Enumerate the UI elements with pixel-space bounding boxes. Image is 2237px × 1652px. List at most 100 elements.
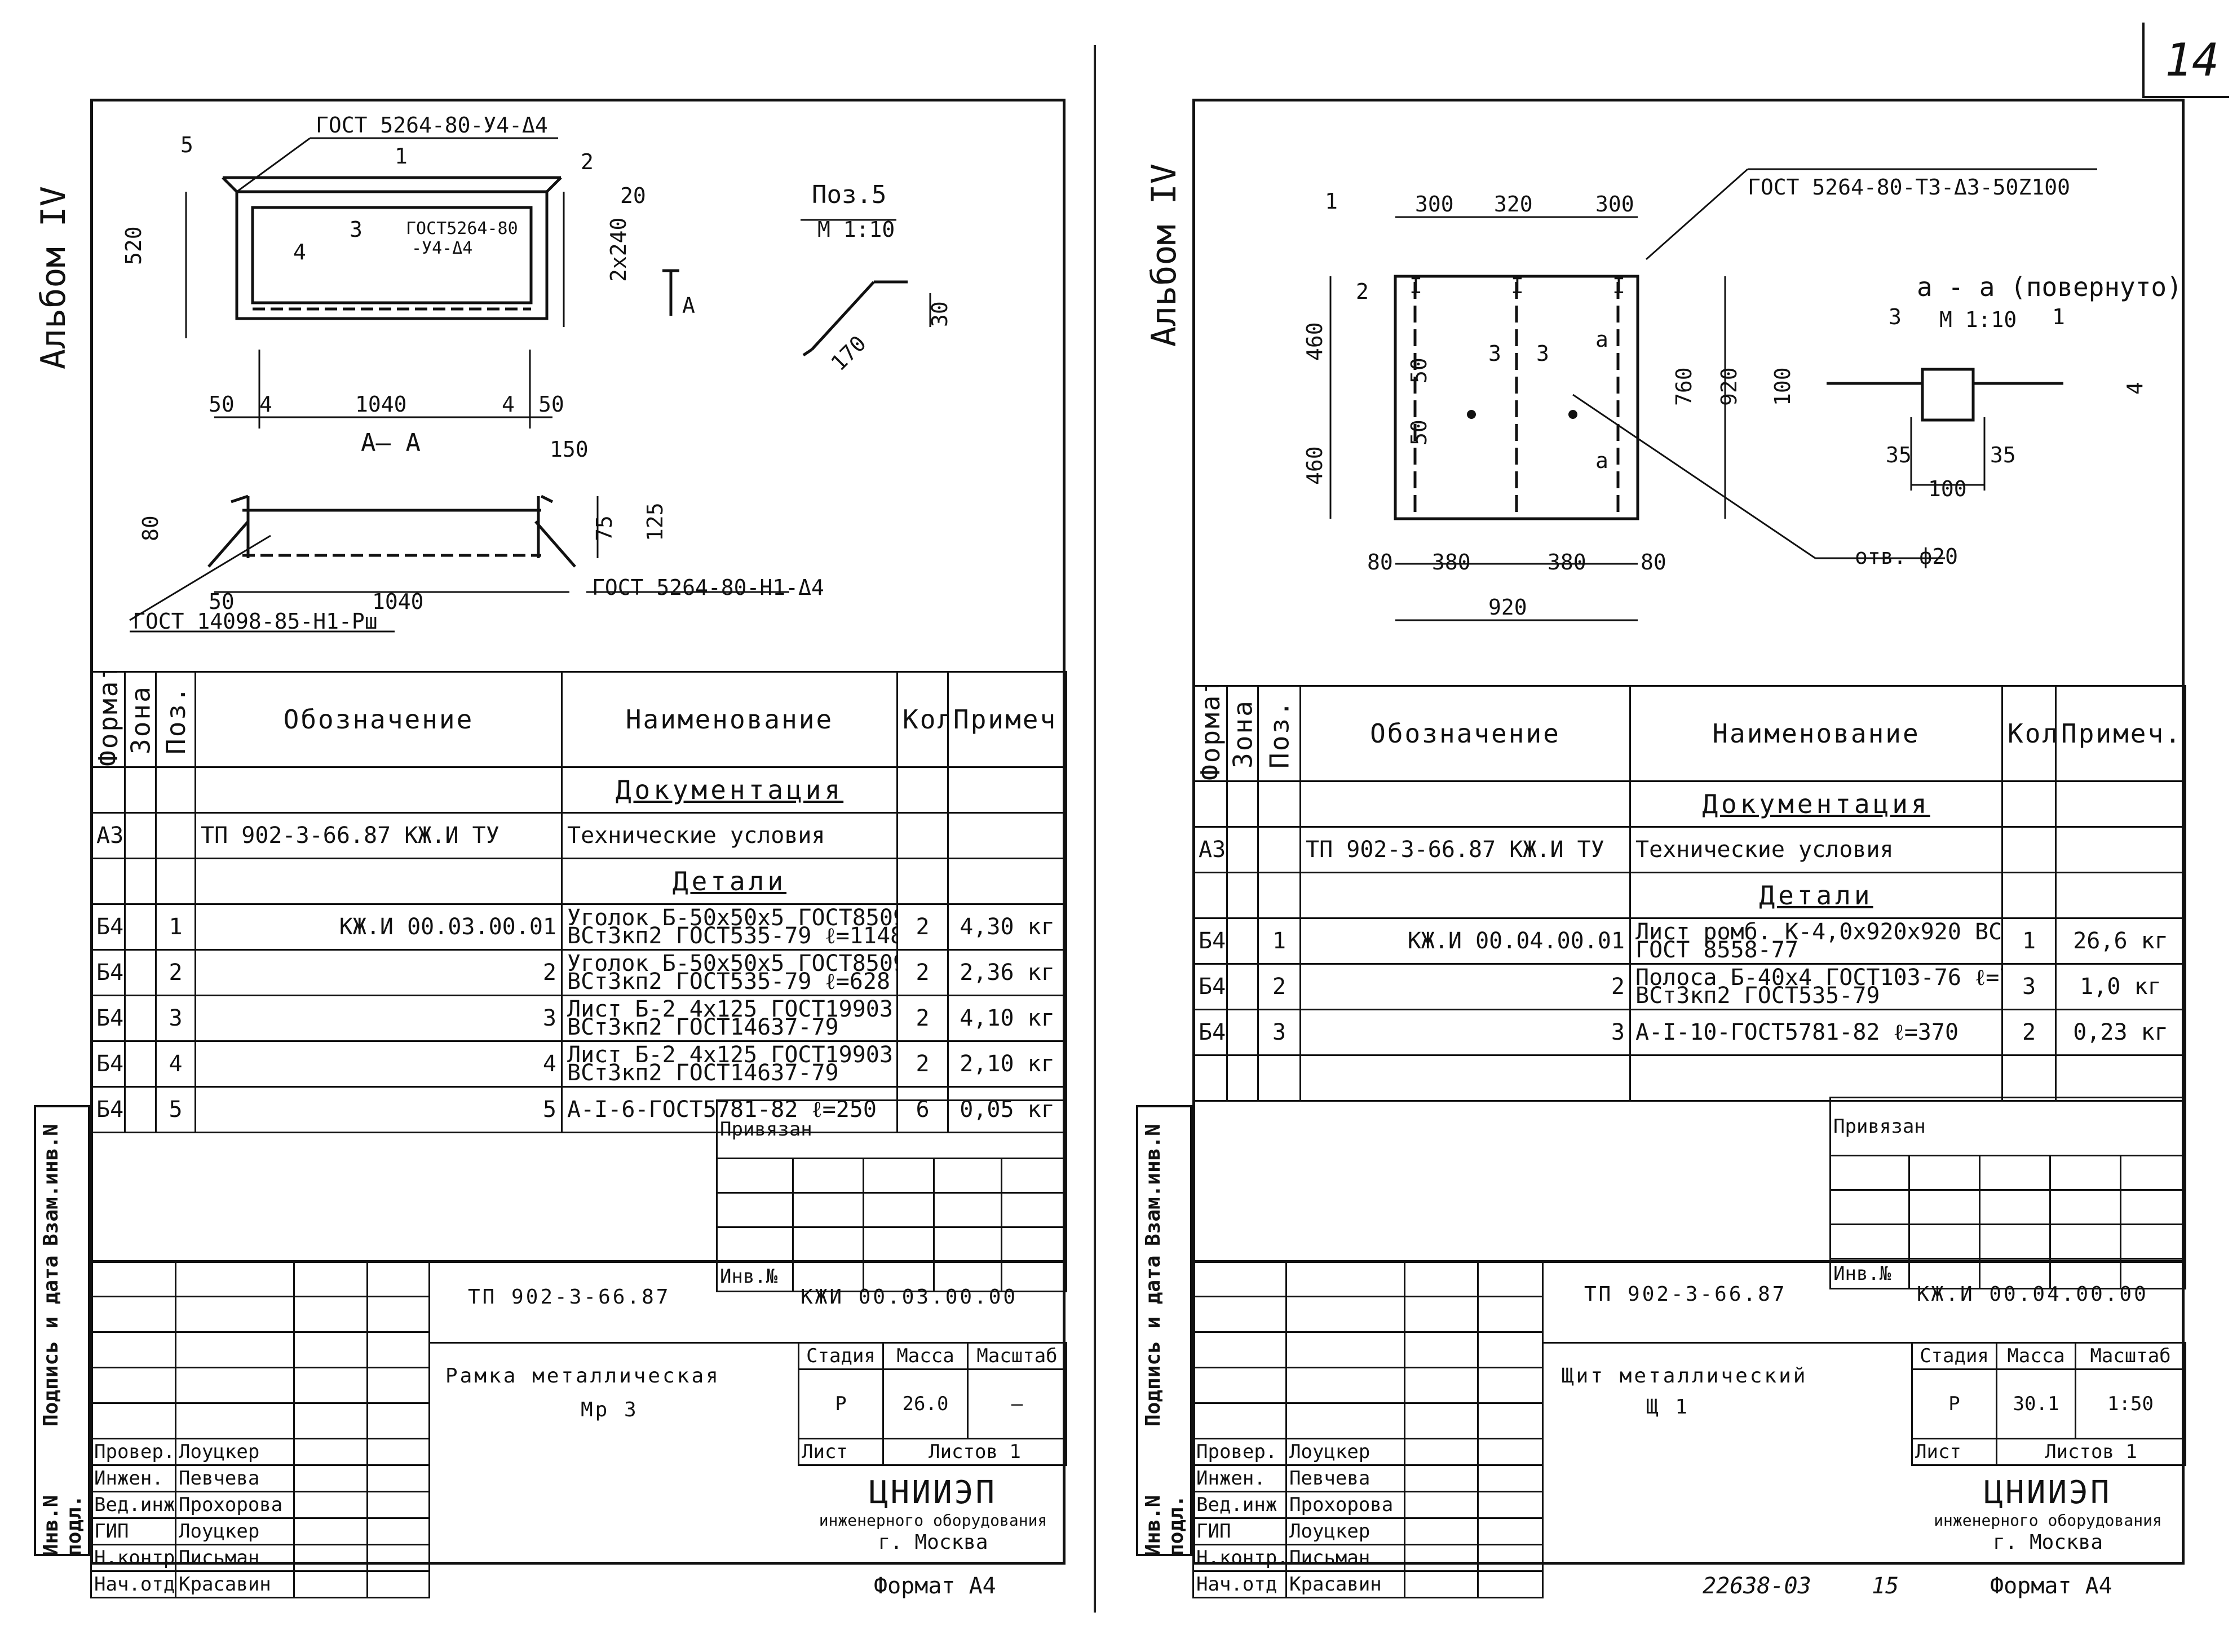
right-role-5: Н.контр. bbox=[1192, 1544, 1287, 1572]
right-stage-h: Стадия bbox=[1911, 1342, 1997, 1370]
right-dim-80-a: 80 bbox=[1367, 550, 1393, 575]
left-org-c: г. Москва bbox=[878, 1531, 988, 1554]
left-row4-pos: 4 bbox=[155, 1040, 196, 1088]
left-inv-no: Инв.№ bbox=[716, 1261, 794, 1292]
right-header-format: Формат bbox=[1193, 686, 1227, 781]
left-dim-1040-b: 1040 bbox=[372, 589, 424, 614]
right-role-6: Нач.отд bbox=[1192, 1570, 1287, 1598]
left-section-details: Детали bbox=[672, 866, 787, 896]
left-dim-75: 75 bbox=[592, 515, 617, 541]
left-header-qty: Кол. bbox=[896, 671, 949, 768]
right-doc-format: А3 bbox=[1192, 826, 1228, 873]
right-scale-h: Масштаб bbox=[2075, 1342, 2186, 1370]
left-row4-designation: 4 bbox=[194, 1040, 563, 1088]
right-spec-table: Формат Зона Поз. Обозначение Наименовани… bbox=[1192, 685, 2186, 1102]
left-privyazan: Привязан bbox=[716, 1099, 1067, 1159]
left-spec-doc-row: А3 ТП 902-3-66.87 КЖ.И ТУ Технические ус… bbox=[90, 812, 1067, 859]
table-row: Б4 4 4 Лист Б-2 4х125 ГОСТ19903-74 ℓ=528… bbox=[90, 1040, 1067, 1088]
table-row: Б4 1 КЖ.И 00.04.00.01 Лист ромб. К-4,0х9… bbox=[1192, 917, 2186, 965]
left-role-5: Н.контр. bbox=[90, 1544, 176, 1572]
left-spec-table: Формат Зона Поз. Обозначение Наименовани… bbox=[90, 671, 1067, 1133]
right-row2-qty: 3 bbox=[2001, 963, 2057, 1010]
left-title-name-b: Мр 3 bbox=[581, 1398, 639, 1421]
right-mass-h: Масса bbox=[1996, 1342, 2076, 1370]
left-dim-125: 125 bbox=[643, 502, 667, 541]
right-row2-note: 1,0 кг bbox=[2055, 963, 2186, 1010]
left-row4-name-b: ВСт3кп2 ГОСТ14637-79 bbox=[567, 1060, 839, 1086]
left-sheet: Лист bbox=[798, 1438, 884, 1466]
left-row5-format: Б4 bbox=[90, 1086, 126, 1133]
left-role-6: Нач.отд bbox=[90, 1570, 176, 1598]
right-side-label-2: Подпись и дата bbox=[1142, 1255, 1165, 1426]
right-row1-qty: 1 bbox=[2001, 917, 2057, 965]
left-row3-pos: 3 bbox=[155, 995, 196, 1042]
left-name-3: Прохорова bbox=[175, 1491, 295, 1519]
left-row3-format: Б4 bbox=[90, 995, 126, 1042]
right-row1-designation: КЖ.И 00.04.00.01 bbox=[1299, 917, 1631, 965]
left-gost-inner-b: -У4-Δ4 bbox=[412, 238, 472, 258]
table-row: Инжен.Певчева bbox=[1192, 1464, 1544, 1492]
left-mass: 26.0 bbox=[882, 1368, 969, 1439]
left-lead-4: 4 bbox=[293, 240, 306, 264]
left-row3-designation: 3 bbox=[194, 995, 563, 1042]
left-dim-520: 520 bbox=[121, 226, 146, 265]
right-dim-760: 760 bbox=[1672, 367, 1696, 406]
right-sheets: Листов 1 bbox=[1996, 1438, 2186, 1466]
left-org-a: ЦНИИЭП bbox=[869, 1474, 997, 1511]
left-row2-format: Б4 bbox=[90, 949, 126, 996]
left-dim-150: 150 bbox=[550, 437, 589, 462]
right-dim-300-b: 300 bbox=[1595, 192, 1634, 217]
right-dim-460-b: 460 bbox=[1302, 446, 1327, 485]
left-stage: Р bbox=[798, 1368, 884, 1439]
table-row: Б4 1 КЖ.И 00.03.00.01 Уголок Б-50х50х5 Г… bbox=[90, 903, 1067, 951]
right-row3-designation: 3 bbox=[1299, 1009, 1631, 1056]
left-mass-h: Масса bbox=[882, 1342, 969, 1370]
left-dim-2x240: 2x240 bbox=[606, 218, 631, 282]
left-pos-label: Поз.5 bbox=[812, 180, 886, 209]
right-row2-pos: 2 bbox=[1257, 963, 1301, 1010]
right-lead-1b: 1 bbox=[2052, 304, 2065, 329]
right-doc-name: Технические условия bbox=[1629, 826, 2003, 873]
right-dim-35-a: 35 bbox=[1886, 443, 1912, 467]
left-row2-name-b: ВСт3кп2 ГОСТ535-79 ℓ=628 bbox=[567, 969, 891, 995]
right-section-docs: Документация bbox=[1702, 789, 1930, 819]
left-privyazan-box: Привязан Инв.№ bbox=[716, 1099, 1067, 1292]
right-privyazan: Привязан bbox=[1829, 1097, 2186, 1156]
left-role-4: ГИП bbox=[90, 1517, 176, 1545]
right-inv-no: Инв.№ bbox=[1829, 1258, 1910, 1289]
table-row: Б4 3 3 А-I-10-ГОСТ5781-82 ℓ=370 2 0,23 к… bbox=[1192, 1009, 2186, 1056]
right-org-a: ЦНИИЭП bbox=[1984, 1474, 2112, 1511]
right-marker-roman-1: I bbox=[1409, 273, 1422, 298]
right-row2-format: Б4 bbox=[1192, 963, 1228, 1010]
right-header-qty: Кол. bbox=[2001, 685, 2057, 782]
right-header-designation: Обозначение bbox=[1299, 685, 1631, 782]
left-name-5: Письман bbox=[175, 1544, 295, 1572]
right-name-2: Певчева bbox=[1285, 1464, 1405, 1492]
left-row2-pos: 2 bbox=[155, 949, 196, 996]
right-row1-pos: 1 bbox=[1257, 917, 1301, 965]
table-row: Провер.Лоуцкер bbox=[1192, 1438, 1544, 1466]
left-side-strip bbox=[34, 1105, 90, 1556]
left-title-name-a: Рамка металлическая bbox=[445, 1364, 720, 1388]
right-title-name-b: Щ 1 bbox=[1646, 1395, 1690, 1419]
page-number-box bbox=[2142, 23, 2229, 98]
right-dim-460-a: 460 bbox=[1302, 322, 1327, 361]
left-row1-qty: 2 bbox=[896, 903, 949, 951]
left-row2-designation: 2 bbox=[194, 949, 563, 996]
right-header-note: Примеч. bbox=[2055, 685, 2186, 782]
left-row3-name-b: ВСт3кп2 ГОСТ14637-79 bbox=[567, 1014, 839, 1040]
left-dim-20: 20 bbox=[620, 183, 646, 208]
right-format: Формат А4 bbox=[1990, 1573, 2112, 1599]
left-name-4: Лоуцкер bbox=[175, 1517, 295, 1545]
left-row1-pos: 1 bbox=[155, 903, 196, 951]
left-name-1: Лоуцкер bbox=[175, 1438, 295, 1466]
left-spec-header-row: Формат Зона Поз. Обозначение Наименовани… bbox=[91, 671, 1067, 768]
right-dim-380-b: 380 bbox=[1548, 550, 1586, 575]
left-row4-name-a: Лист Б-2 4х125 ГОСТ19903-74 ℓ=528 bbox=[567, 1042, 896, 1068]
left-spec-section-details-row: Детали bbox=[90, 858, 1067, 905]
right-doc-designation: ТП 902-3-66.87 КЖ.И ТУ bbox=[1299, 826, 1631, 873]
right-scale: 1:50 bbox=[2075, 1368, 2186, 1439]
right-header-name: Наименование bbox=[1629, 685, 2003, 782]
